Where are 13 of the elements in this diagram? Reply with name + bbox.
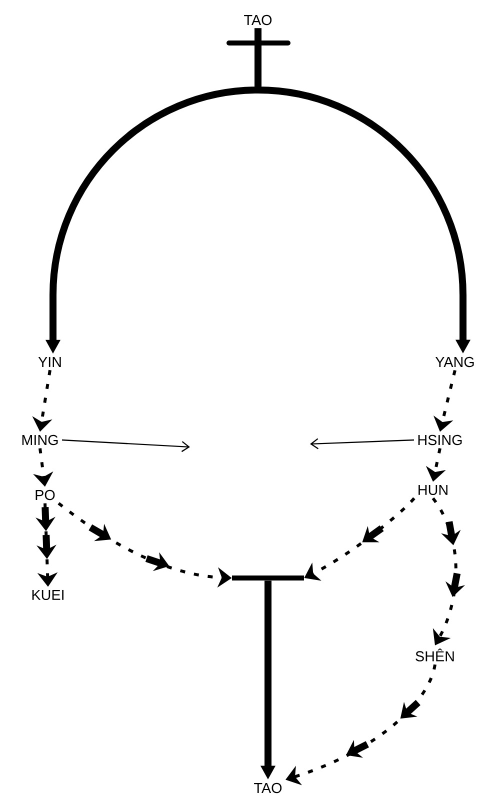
- node-label: HUN: [418, 484, 448, 496]
- t-bar: [232, 576, 304, 580]
- node-label: YANG: [435, 356, 474, 368]
- arrow: [62, 439, 190, 452]
- node-label: YIN: [38, 357, 61, 367]
- arrow: [310, 438, 414, 450]
- node-label: HSING: [418, 434, 462, 446]
- node-label: TAO: [254, 782, 282, 794]
- node-label: TAO: [244, 14, 272, 26]
- node-label: KUEI: [32, 590, 64, 600]
- node-label: PO: [36, 490, 55, 500]
- node-label: SHÊN: [416, 648, 454, 662]
- node-label: MING: [22, 434, 58, 446]
